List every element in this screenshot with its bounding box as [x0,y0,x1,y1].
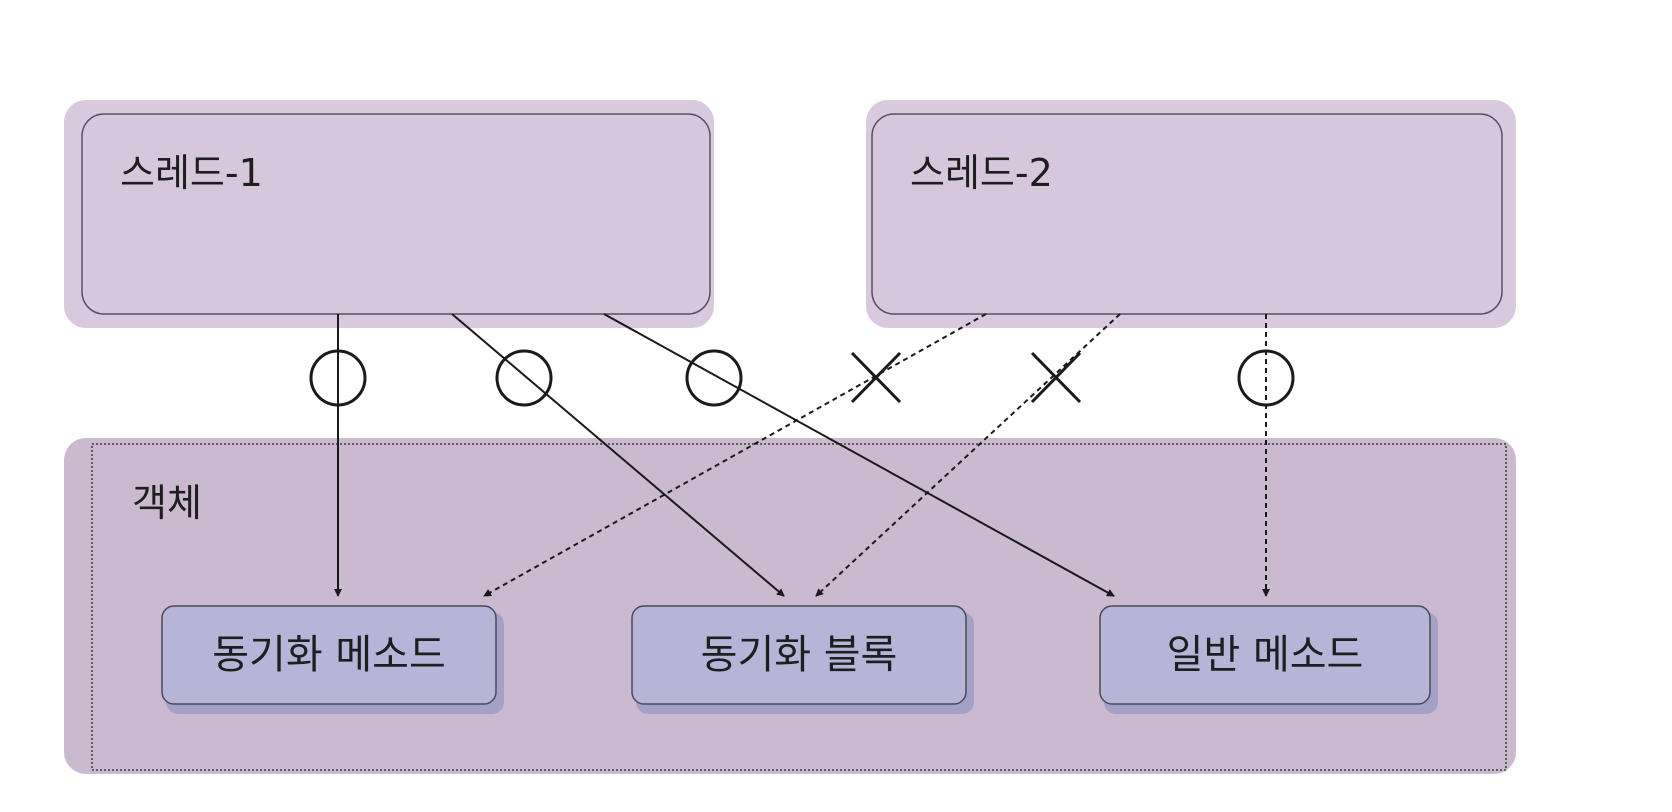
denied-mark-thread2-sync-block [1030,351,1082,404]
allowed-mark-thread1-normal-method [685,349,743,407]
allowed-mark-thread1-sync-method [309,349,367,407]
thread-1-label: 스레드-1 [120,151,263,195]
sync-method-box: 동기화 메소드 [161,605,504,714]
thread-2-arrows [483,313,1270,597]
denied-mark-thread2-sync-method [850,351,902,404]
normal-method-label: 일반 메소드 [1167,632,1364,678]
normal-method-box: 일반 메소드 [1099,605,1438,714]
object-label: 객체 [132,481,202,525]
arrow-thread2-sync-method [483,313,987,597]
thread-2-box: 스레드-2 [866,100,1516,328]
allowed-mark-thread2-normal-method [1237,349,1295,407]
sync-block-label: 동기화 블록 [701,632,898,678]
sync-method-label: 동기화 메소드 [212,632,446,678]
arrow-thread1-normal-method [603,313,1115,597]
access-markers [309,349,1295,407]
allowed-mark-thread1-sync-block [495,349,553,407]
arrow-thread1-sync-block [451,313,785,597]
sync-block-box: 동기화 블록 [631,605,974,714]
arrow-thread2-sync-block [815,313,1121,597]
thread-1-arrows [334,313,1115,597]
thread-1-box: 스레드-1 [64,100,714,328]
thread-2-label: 스레드-2 [910,151,1053,195]
